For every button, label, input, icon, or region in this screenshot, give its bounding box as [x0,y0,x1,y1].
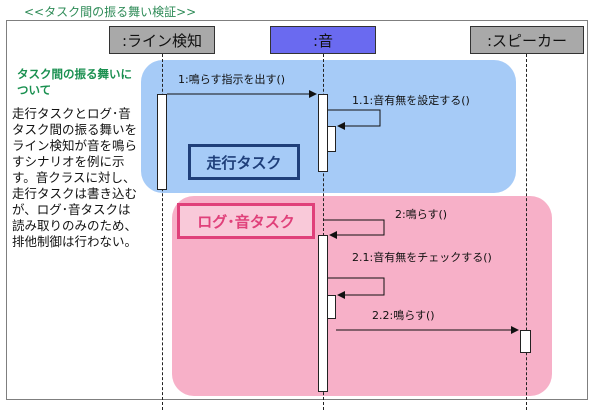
lifeline-sound [323,54,324,410]
message-m1-1-label: 1.1:音有無を設定する() [352,94,470,107]
activation-line-detect [157,94,167,190]
message-m2-label: 2:鳴らす() [395,208,448,221]
run-task-label: 走行タスク [188,144,300,180]
lifeline-head-line-detect: :ライン検知 [109,26,215,54]
activation-sound-1-nested [327,126,336,152]
message-m1-label: 1:鳴らす指示を出す() [178,73,286,86]
arrow-m2-1 [328,277,385,299]
log-sound-task-label: ログ･音タスク [177,203,315,239]
message-m2-1-label: 2.1:音有無をチェックする() [352,251,492,264]
side-description: 走行タスクとログ･音タスク間の振る舞いをライン検知が音を鳴らすシナリオを例に示す… [12,106,138,249]
lifeline-head-sound: :音 [270,26,376,54]
lifeline-speaker [526,54,527,410]
activation-speaker [520,330,531,353]
arrow-m1-1 [328,109,381,130]
lifeline-head-speaker: :スピーカー [470,26,584,54]
arrow-m2 [323,219,385,239]
diagram-title: <<タスク間の振る舞い検証>> [24,5,197,19]
message-m2-2-label: 2.2:鳴らす() [372,309,435,322]
lifeline-line-detect [162,54,163,410]
activation-sound-2-nested [327,295,336,319]
side-heading: タスク間の振る舞いについて [17,67,132,97]
